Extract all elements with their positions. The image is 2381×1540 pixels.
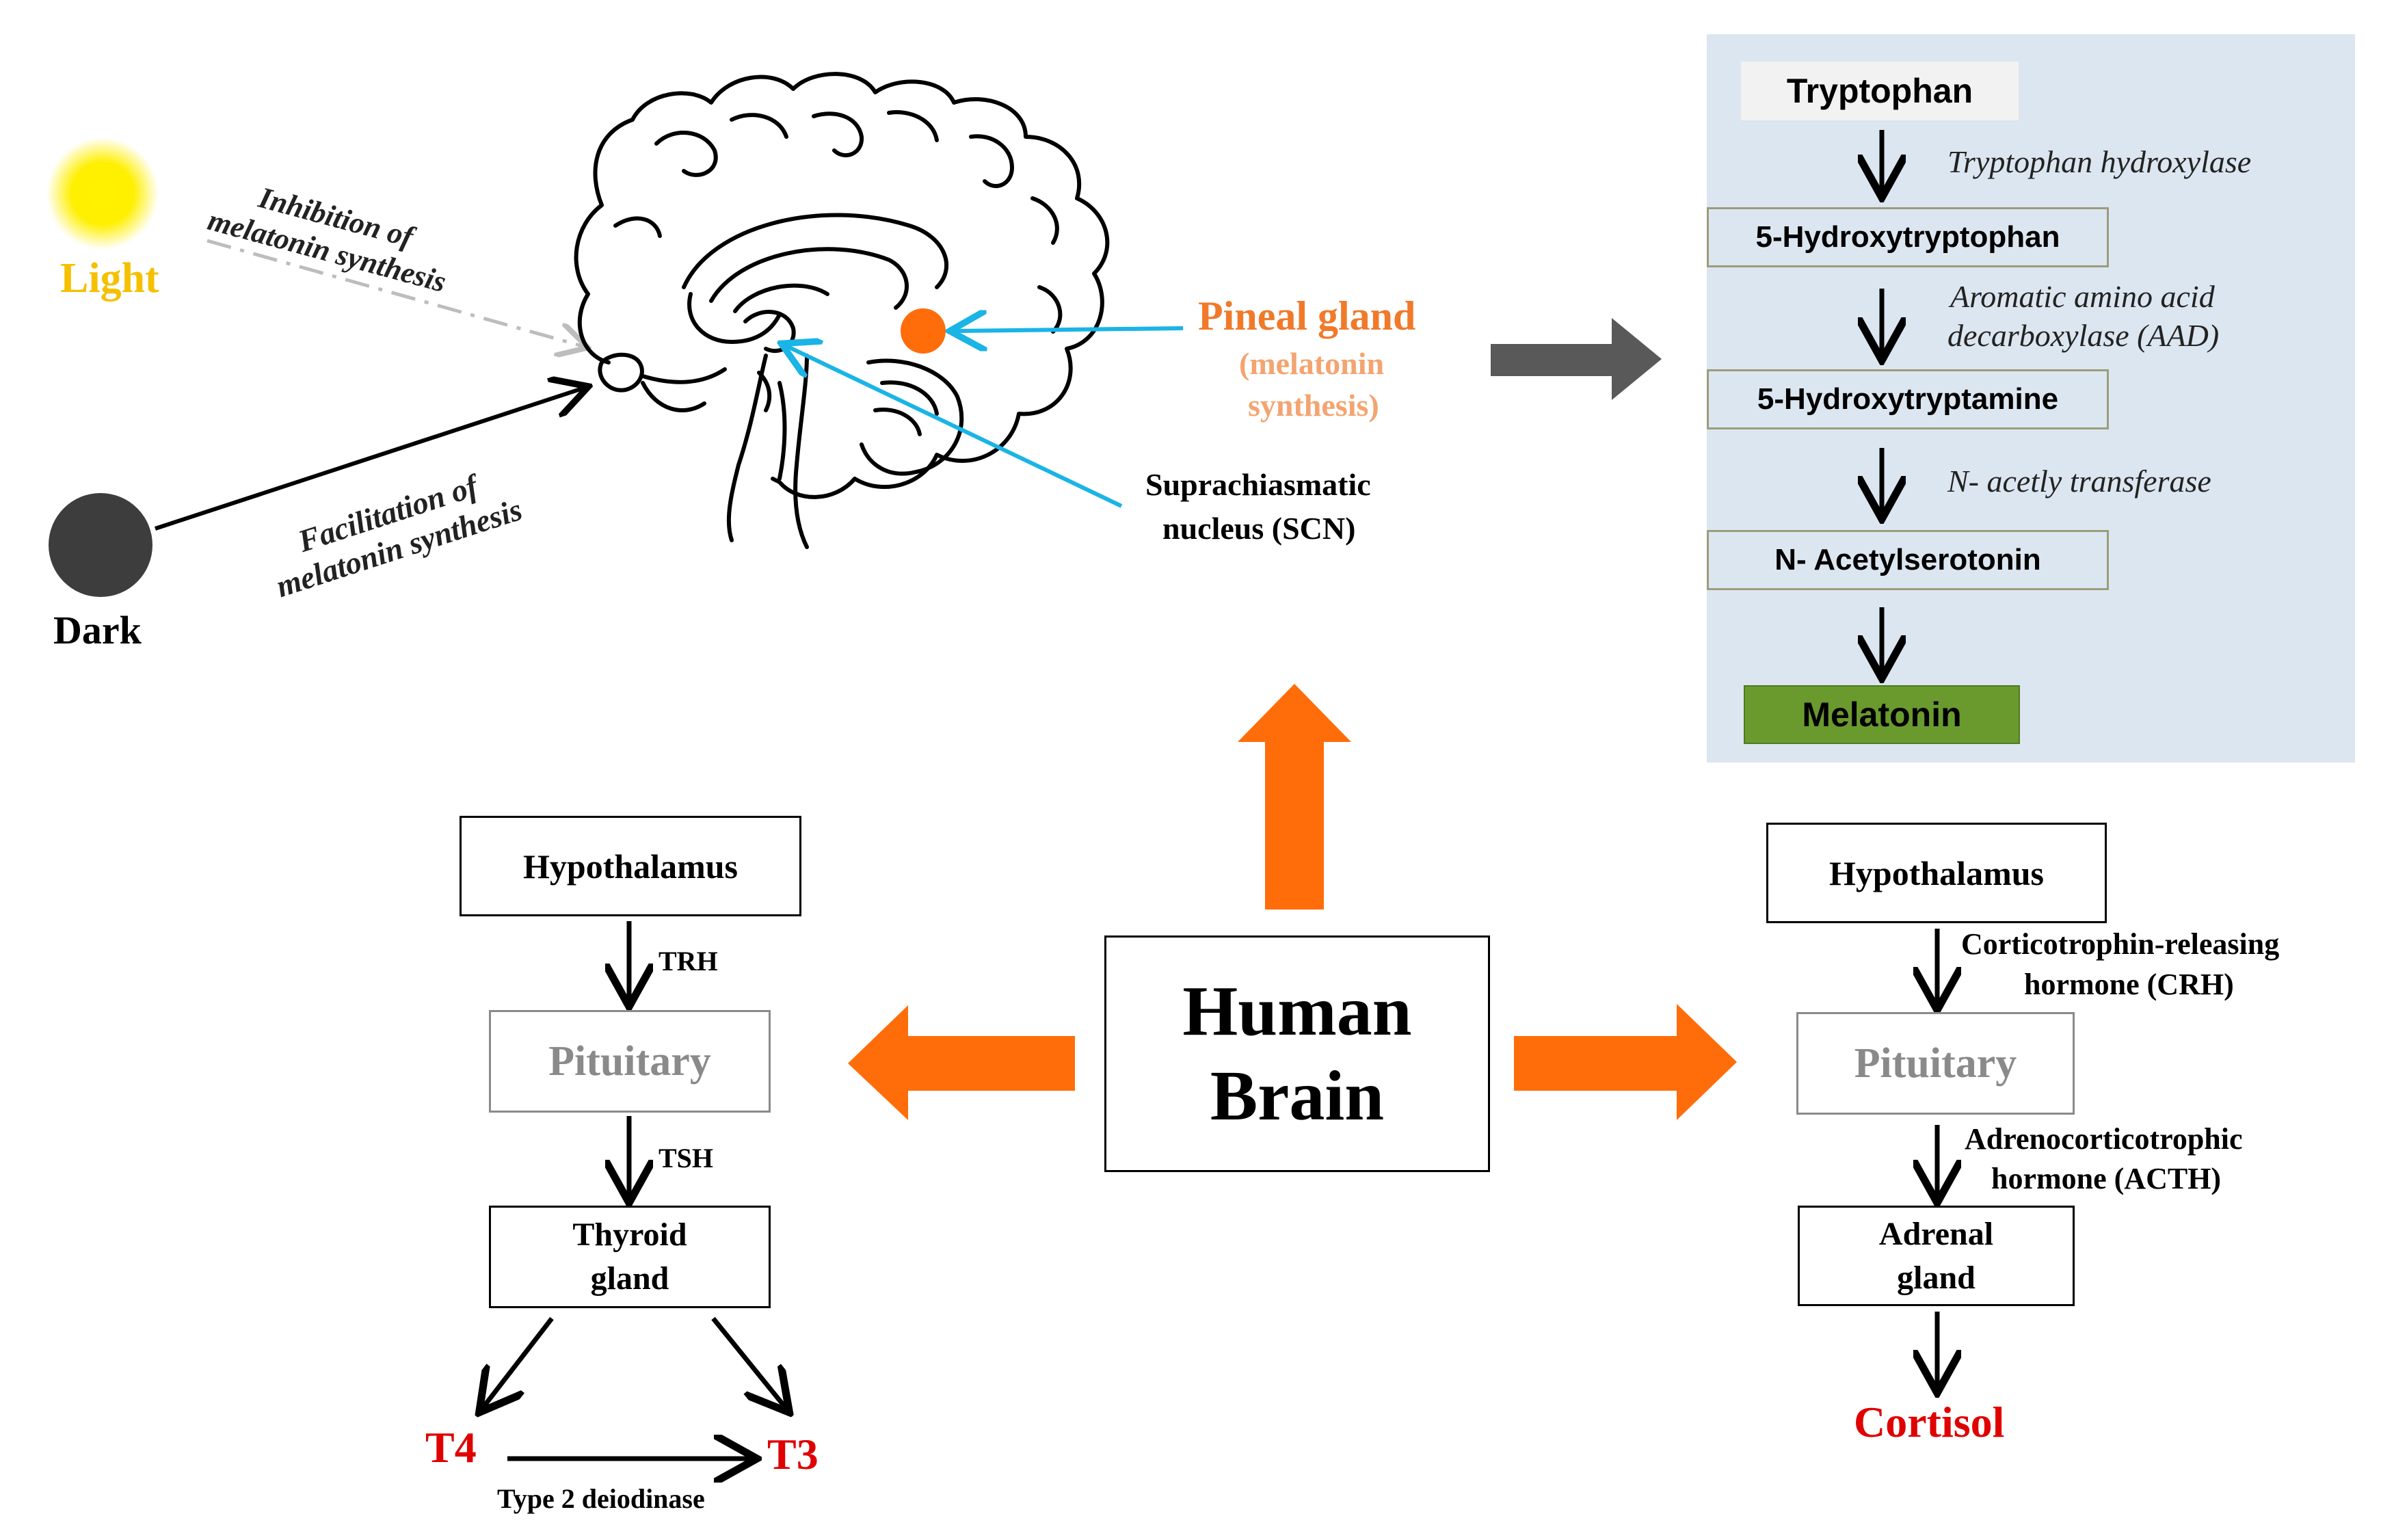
human-brain-box: Human Brain [1104, 935, 1490, 1172]
scn-line2: nucleus (SCN) [1162, 511, 1356, 546]
crh-line1: Corticotrophin-releasing [1961, 927, 2280, 961]
enzyme-acetyl-transferase: N- acetly transferase [1947, 464, 2211, 499]
enzyme-tryptophan-hydroxylase: Tryptophan hydroxylase [1947, 144, 2252, 179]
brain-illustration [574, 72, 1110, 549]
pineal-sub-line1: (melatonin [1239, 346, 1385, 381]
thyroid-to-t3-arrow [711, 1316, 786, 1409]
deiodinase-label: Type 2 deiodinase [497, 1483, 705, 1514]
sun-icon [46, 137, 159, 250]
adrenal-gland-box: Adrenal gland [1798, 1206, 2075, 1306]
tsh-label: TSH [659, 1143, 714, 1173]
hydroxytryptamine-box: 5-Hydroxytryptamine [1707, 369, 2109, 429]
thyroid-gland-line2: gland [590, 1260, 669, 1297]
cortisol-label: Cortisol [1854, 1398, 2005, 1446]
pineal-gland-dot [901, 308, 946, 354]
dark-label: Dark [53, 608, 142, 652]
scn-pointer-arrow [785, 345, 1123, 508]
t3-label: T3 [767, 1430, 819, 1478]
enzyme-aad-line1: Aromatic amino acid [1950, 279, 2215, 314]
facilitation-arrow [155, 388, 585, 531]
thyroid-pituitary-box: Pituitary [489, 1010, 771, 1113]
crh-line2: hormone (CRH) [2024, 968, 2234, 1001]
tryptophan-box: Tryptophan [1741, 62, 2019, 120]
pathway-arrows [1707, 130, 2355, 762]
dark-circle-icon [49, 493, 152, 597]
t4-label: T4 [425, 1423, 477, 1472]
hydroxytryptophan-box: 5-Hydroxytryptophan [1707, 207, 2109, 267]
adrenal-pituitary-box: Pituitary [1796, 1012, 2075, 1115]
human-brain-line1: Human [1182, 972, 1412, 1050]
adrenal-hypothalamus-box: Hypothalamus [1766, 823, 2107, 923]
enzyme-aad-line2: decarboxylase (AAD) [1947, 318, 2220, 353]
trh-label: TRH [659, 946, 718, 977]
melatonin-pathway-panel: Tryptophan 5-Hydroxytryptophan 5-Hydroxy… [1707, 34, 2355, 762]
thyroid-gland-box: Thyroid gland [489, 1206, 771, 1308]
acth-line2: hormone (ACTH) [1991, 1162, 2222, 1195]
human-brain-line2: Brain [1210, 1057, 1385, 1135]
left-orange-arrow [848, 1005, 1075, 1120]
pathway-link-arrow [1491, 318, 1662, 400]
pineal-pointer-arrow [954, 328, 1184, 331]
thyroid-hypothalamus-box: Hypothalamus [460, 816, 801, 916]
pineal-sub-line2: synthesis) [1248, 388, 1379, 423]
pineal-gland-title: Pineal gland [1198, 293, 1416, 338]
thyroid-to-t4-arrow [482, 1316, 554, 1409]
adrenal-gland-line1: Adrenal [1878, 1215, 1994, 1252]
adrenal-gland-line2: gland [1897, 1259, 1976, 1296]
acetylserotonin-box: N- Acetylserotonin [1707, 530, 2109, 590]
up-orange-arrow [1238, 684, 1351, 910]
melatonin-box: Melatonin [1744, 685, 2020, 744]
light-label: Light [60, 255, 159, 302]
acth-line1: Adrenocorticotrophic [1965, 1122, 2243, 1156]
thyroid-gland-line1: Thyroid [572, 1217, 687, 1253]
inhibition-arrow [207, 239, 585, 347]
right-orange-arrow [1514, 1004, 1737, 1120]
scn-line1: Suprachiasmatic [1145, 467, 1371, 502]
